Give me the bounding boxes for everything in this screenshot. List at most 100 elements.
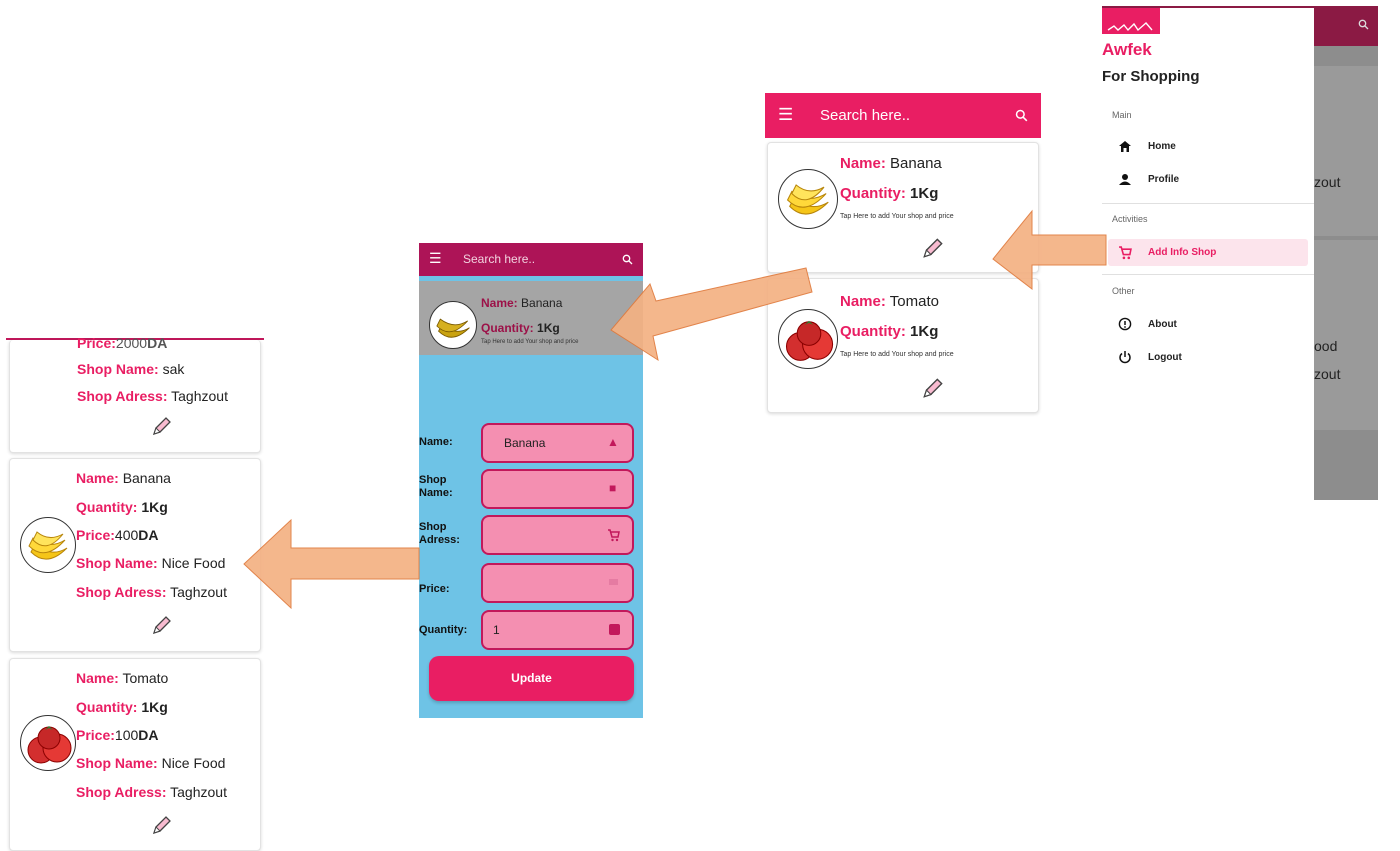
background-card — [1312, 66, 1378, 236]
screen-nav-drawer: zout ood zout Awfek For Shopping Main Ho… — [1102, 6, 1378, 500]
quantity-row: Quantity: 1Kg — [76, 699, 168, 715]
drawer-item-label: About — [1148, 319, 1177, 330]
quantity-row: Quantity: 1Kg — [840, 323, 939, 340]
drawer-item-logout[interactable]: Logout — [1108, 345, 1308, 371]
arrow-form-to-list — [243, 518, 420, 610]
drawer-item-label: Home — [1148, 141, 1176, 152]
section-main: Main — [1112, 110, 1132, 120]
product-card-banana[interactable]: Name: Banana Quantity: 1Kg Tap Here to a… — [767, 142, 1039, 273]
hint-text[interactable]: Tap Here to add Your shop and price — [840, 351, 954, 358]
search-placeholder[interactable]: Search here.. — [820, 107, 911, 124]
shop-adress-input[interactable] — [481, 515, 634, 555]
price-row: Price:400DA — [76, 527, 159, 543]
calendar-icon — [609, 624, 620, 635]
price-row: Price:100DA — [76, 727, 159, 743]
hint-text: Tap Here to add Your shop and price — [481, 339, 579, 345]
banana-image — [429, 301, 477, 349]
search-icon[interactable] — [622, 254, 633, 265]
divider — [1102, 203, 1314, 204]
quantity-row: Quantity: 1Kg — [76, 499, 168, 515]
quantity-input[interactable]: 1 — [481, 610, 634, 650]
pencil-icon[interactable] — [150, 613, 174, 637]
drawer-item-label: Add Info Shop — [1148, 247, 1217, 258]
drawer-header-bar — [1102, 6, 1314, 8]
section-other: Other — [1112, 286, 1135, 296]
power-icon — [1119, 351, 1131, 364]
top-divider — [6, 338, 264, 340]
background-text: zout — [1314, 366, 1341, 382]
shop-name-row: Shop Name: sak — [77, 361, 185, 377]
price-input[interactable] — [481, 563, 634, 603]
drawer-item-home[interactable]: Home — [1108, 134, 1308, 160]
tomato-image — [20, 715, 76, 771]
tomato-image — [778, 309, 838, 369]
product-card-partial[interactable]: Price:2000DA Shop Name: sak Shop Adress:… — [9, 335, 261, 453]
brand-logo — [1102, 8, 1160, 34]
hint-text[interactable]: Tap Here to add Your shop and price — [840, 213, 954, 220]
menu-icon[interactable]: ☰ — [778, 105, 794, 124]
arrow-list-to-form — [610, 267, 813, 362]
cart-icon — [1119, 246, 1132, 260]
shop-name-row: Shop Name: Nice Food — [76, 755, 226, 771]
background-text: zout — [1314, 174, 1341, 190]
update-button-label: Update — [511, 671, 552, 685]
shop-name-input[interactable]: ■ — [481, 469, 634, 509]
price-label: Price: — [419, 583, 450, 595]
pencil-icon[interactable] — [150, 813, 174, 837]
money-icon — [609, 579, 618, 585]
product-card-banana[interactable]: Name: Banana Quantity: 1Kg Price:400DA S… — [9, 458, 261, 652]
background-text: ood — [1314, 338, 1338, 354]
shop-adress-row: Shop Adress: Taghzout — [76, 584, 227, 600]
screen-update-form: ☰ Search here.. Name: Banana Quantity: 1… — [419, 243, 643, 718]
drawer-item-label: Profile — [1148, 174, 1180, 185]
logo-icon — [1107, 22, 1153, 32]
name-row: Name: Banana — [481, 296, 563, 310]
divider — [1102, 274, 1314, 275]
name-row: Name: Tomato — [76, 670, 169, 686]
app-bar: ☰ Search here.. — [419, 243, 643, 276]
search-placeholder[interactable]: Search here.. — [463, 252, 536, 266]
app-bar: ☰ Search here.. — [765, 93, 1041, 138]
banana-image — [778, 169, 838, 229]
search-icon[interactable] — [1015, 109, 1028, 122]
quantity-input-value: 1 — [493, 623, 500, 637]
home-icon — [1119, 141, 1131, 152]
dimmed-card: Name: Banana Quantity: 1Kg Tap Here to a… — [419, 281, 643, 355]
drawer-item-label: Logout — [1148, 352, 1182, 363]
screen-product-list-full: Price:2000DA Shop Name: sak Shop Adress:… — [6, 335, 264, 851]
drawer-item-add-info-shop[interactable]: Add Info Shop — [1108, 239, 1308, 266]
background-card — [1312, 240, 1378, 430]
section-activities: Activities — [1112, 214, 1148, 224]
background-app-bar — [1312, 6, 1378, 46]
drawer-panel: Awfek For Shopping Main Home Profile Act… — [1102, 6, 1314, 500]
shop-adress-label: Shop Adress: — [419, 521, 460, 546]
name-row: Name: Banana — [840, 155, 942, 172]
drawer-item-profile[interactable]: Profile — [1108, 167, 1308, 193]
pencil-icon[interactable] — [150, 414, 174, 438]
menu-icon[interactable]: ☰ — [429, 250, 442, 266]
brand-tagline: For Shopping — [1102, 68, 1200, 85]
screen-product-list: ☰ Search here.. Name: Banana Quantity: 1… — [765, 93, 1041, 418]
shop-adress-row: Shop Adress: Taghzout — [77, 388, 228, 404]
product-card-tomato[interactable]: Name: Tomato Quantity: 1Kg Price:100DA S… — [9, 658, 261, 851]
basket-icon: ▲ — [607, 435, 619, 449]
pencil-icon[interactable] — [920, 235, 946, 261]
drawer-item-about[interactable]: About — [1108, 312, 1308, 338]
shop-name-label: Shop Name: — [419, 474, 453, 499]
quantity-row: Quantity: 1Kg — [481, 321, 560, 335]
quantity-label: Quantity: — [419, 624, 468, 636]
person-icon — [1119, 174, 1131, 185]
search-icon[interactable] — [1358, 19, 1369, 30]
name-input[interactable]: Banana ▲ — [481, 423, 634, 463]
name-row: Name: Banana — [76, 470, 171, 486]
background-app: zout ood zout — [1312, 6, 1378, 500]
cart-icon — [608, 529, 620, 542]
shop-name-row: Shop Name: Nice Food — [76, 555, 226, 571]
pencil-icon[interactable] — [920, 375, 946, 401]
update-button[interactable]: Update — [429, 656, 634, 701]
product-card-tomato[interactable]: Name: Tomato Quantity: 1Kg Tap Here to a… — [767, 278, 1039, 413]
banana-image — [20, 517, 76, 573]
arrow-drawer-to-list — [992, 209, 1107, 291]
name-label: Name: — [419, 436, 453, 448]
